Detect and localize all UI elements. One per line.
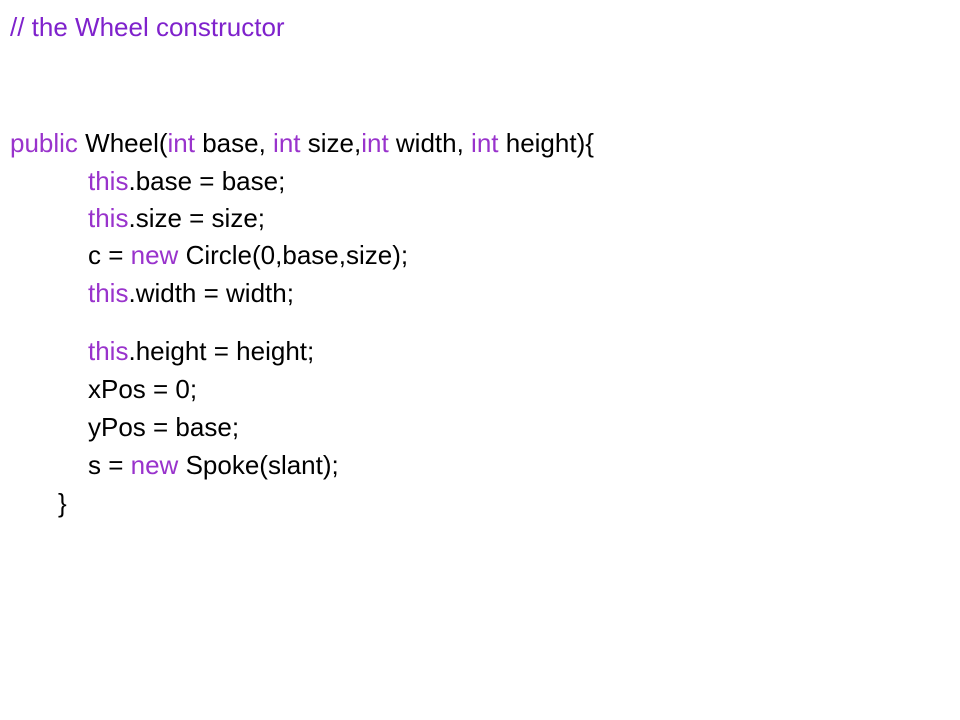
code-text: size,: [300, 128, 362, 158]
code-text: Spoke(slant);: [178, 450, 339, 480]
code-keyword: this: [88, 336, 129, 366]
code-text: c =: [88, 240, 131, 270]
code-text: .base = base;: [128, 166, 286, 196]
code-comment: // the Wheel constructor: [10, 12, 285, 42]
code-keyword: int: [361, 128, 389, 158]
code-text: Circle(0,base,size);: [178, 240, 409, 270]
code-text: .size = size;: [128, 203, 266, 233]
code-line-assign-xpos: xPos = 0;: [88, 374, 197, 404]
code-text: }: [58, 488, 67, 518]
code-text: xPos = 0;: [88, 374, 198, 404]
code-keyword: new: [130, 450, 179, 480]
code-keyword: int: [273, 128, 301, 158]
code-text: Wheel(: [77, 128, 168, 158]
code-keyword: this: [88, 278, 129, 308]
code-keyword: public: [10, 128, 78, 158]
code-text: yPos = base;: [88, 412, 240, 442]
code-text: .width = width;: [128, 278, 294, 308]
code-line-assign-width: this.width = width;: [88, 278, 294, 308]
code-line-closing-brace: }: [58, 488, 67, 518]
code-line-assign-height: this.height = height;: [88, 336, 314, 366]
code-text: .height = height;: [128, 336, 315, 366]
code-line-assign-base: this.base = base;: [88, 166, 285, 196]
code-line-new-circle: c = new Circle(0,base,size);: [88, 240, 408, 270]
code-line-signature: public Wheel(int base, int size,int widt…: [10, 128, 594, 158]
code-keyword: this: [88, 203, 129, 233]
code-line-assign-size: this.size = size;: [88, 203, 265, 233]
code-line-assign-ypos: yPos = base;: [88, 412, 239, 442]
code-line-new-spoke: s = new Spoke(slant);: [88, 450, 339, 480]
code-keyword: new: [130, 240, 179, 270]
code-text: s =: [88, 450, 131, 480]
code-text: width,: [388, 128, 472, 158]
code-keyword: int: [167, 128, 195, 158]
code-text: height){: [498, 128, 594, 158]
code-keyword: this: [88, 166, 129, 196]
code-text: base,: [194, 128, 274, 158]
code-keyword: int: [471, 128, 499, 158]
